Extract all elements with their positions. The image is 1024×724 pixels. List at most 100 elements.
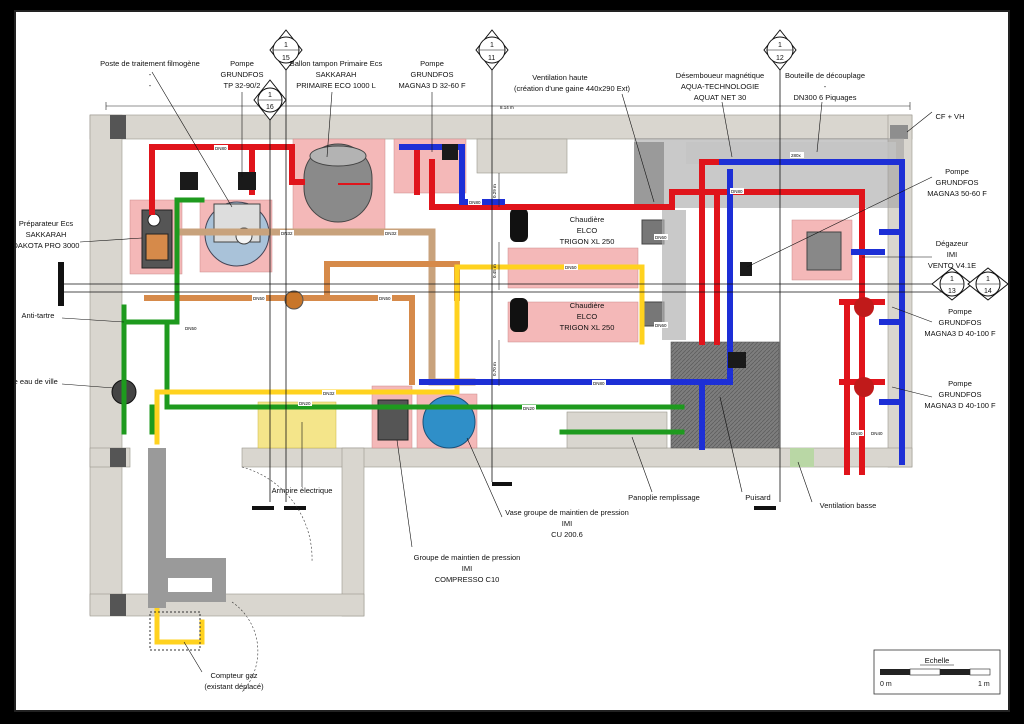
svg-text:TRIGON XL 250: TRIGON XL 250 [560,323,615,332]
svg-text:SAKKARAH: SAKKARAH [316,70,357,79]
dim-c: 0.70 m [492,362,497,376]
svg-text:DN80: DN80 [593,381,605,386]
section-lines [60,42,964,502]
svg-text:1: 1 [986,276,990,283]
svg-text:MAGNA3 D 40-100 F: MAGNA3 D 40-100 F [924,401,996,410]
pumps [180,144,874,397]
svg-text:(création d'une gaine 440x290: (création d'une gaine 440x290 Ext) [514,84,631,93]
svg-text:DN60: DN60 [655,323,667,328]
column-top [476,138,568,174]
svg-text:280x: 280x [791,153,802,158]
scale-start: 0 m [880,681,892,688]
svg-text:Anti-tartre: Anti-tartre [22,311,55,320]
svg-text:1: 1 [778,42,782,49]
svg-text:1: 1 [490,42,494,49]
svg-text:Pompe: Pompe [230,59,254,68]
svg-text:IMI: IMI [947,250,957,259]
compteur-gaz [149,611,201,651]
svg-text:MAGNA3 50-60 F: MAGNA3 50-60 F [927,189,987,198]
ballon-tampon [303,143,373,223]
svg-text:IMI: IMI [562,519,572,528]
chaudiere-1 [510,208,665,245]
svg-text:ELCO: ELCO [577,312,598,321]
leader-lines [61,71,933,673]
plant-room-plan: DN80 DN32 DN32 DN50 DN50 DN80 DN50 DN80 … [16,29,1009,695]
wall-top [89,114,913,140]
preparateur-ecs [141,209,173,269]
svg-text:Préparateur Ecs: Préparateur Ecs [19,219,73,228]
svg-text:ELCO: ELCO [577,226,598,235]
svg-text:DN50: DN50 [253,296,265,301]
svg-text:SAKKARAH: SAKKARAH [26,230,67,239]
section-marker-16: 1 16 [253,79,287,121]
svg-text:TP 32-90/2: TP 32-90/2 [224,81,261,90]
svg-text:Bouteille de découplage: Bouteille de découplage [785,71,865,80]
svg-text:DAKOTA PRO 3000: DAKOTA PRO 3000 [16,241,79,250]
svg-text:PRIMAIRE ECO 1000 L: PRIMAIRE ECO 1000 L [296,81,376,90]
svg-text:GRUNDFOS: GRUNDFOS [939,390,982,399]
dim-overall: 8.14 m [500,105,514,110]
poste-traitement [204,201,270,267]
svg-text:1: 1 [950,276,954,283]
armoire-electrique-zone [257,401,337,449]
svg-text:DN32: DN32 [281,231,293,236]
svg-text:1: 1 [268,92,272,99]
gas-meter-duct-gap [168,578,212,592]
svg-text:Chaudière: Chaudière [570,301,605,310]
scale-bar: Echelle 0 m 1 m [873,649,1001,695]
svg-text:DN50: DN50 [565,265,577,270]
corner-post [110,594,126,616]
svg-text:CU 200.6: CU 200.6 [551,530,583,539]
svg-text:Dégazeur: Dégazeur [936,239,969,248]
section-marker-13: 1 13 [931,267,973,301]
svg-text:MAGNA3 D 40-100 F: MAGNA3 D 40-100 F [924,329,996,338]
svg-text:DN80: DN80 [731,189,743,194]
puisard-zone [670,341,780,449]
svg-text:Ventilation haute: Ventilation haute [532,73,587,82]
svg-text:(existant déplacé): (existant déplacé) [204,682,264,691]
section-marker-15: 1 15 [269,29,303,71]
svg-text:Compteur gaz: Compteur gaz [210,671,257,680]
svg-text:DN80: DN80 [469,200,481,205]
wall-corridor [341,447,365,617]
scale-end: 1 m [978,681,990,688]
svg-text:16: 16 [266,104,274,111]
svg-text:Pompe: Pompe [948,379,972,388]
svg-text:MAGNA3 D 32-60 F: MAGNA3 D 32-60 F [398,81,466,90]
ventilation-duct-end [634,142,664,208]
wall-left [89,114,123,616]
svg-text:VENTO V4.1E: VENTO V4.1E [928,261,976,270]
pipe-tags: DN80 DN32 DN32 DN50 DN50 DN80 DN50 DN80 … [184,145,884,436]
equipment-labels: Poste de traitement filmogène - - Pompe … [16,59,996,691]
svg-text:DN80: DN80 [215,146,227,151]
svg-text:1: 1 [284,42,288,49]
svg-text:Pompe: Pompe [420,59,444,68]
svg-text:DN60: DN60 [655,235,667,240]
svg-text:DN20: DN20 [299,401,311,406]
section-cut-marks [58,262,776,510]
svg-text:13: 13 [948,288,956,295]
svg-text:DN50: DN50 [185,326,197,331]
svg-text:DN20: DN20 [523,406,535,411]
svg-text:12: 12 [776,55,784,62]
svg-text:Pompe: Pompe [948,307,972,316]
svg-text:Poste de traitement filmogène: Poste de traitement filmogène [100,59,200,68]
doors [231,466,313,693]
svg-text:AQUAT NET 30: AQUAT NET 30 [694,93,747,102]
dim-b: 0.45 m [492,264,497,278]
wall-lower [89,593,365,617]
drawing-sheet: DN80 DN32 DN32 DN50 DN50 DN80 DN50 DN80 … [14,10,1010,712]
svg-text:DN32: DN32 [385,231,397,236]
svg-text:14: 14 [984,288,992,295]
svg-text:TRIGON XL 250: TRIGON XL 250 [560,237,615,246]
svg-text:Groupe de maintien de pression: Groupe de maintien de pression [414,553,521,562]
ventilation-basse-grille [790,448,814,467]
section-marker-12: 1 12 [763,29,797,71]
svg-text:AQUA-TECHNOLOGIE: AQUA-TECHNOLOGIE [681,82,759,91]
corner-post [110,115,126,139]
corner-post [110,448,126,467]
svg-text:DN40: DN40 [851,431,863,436]
scale-title: Echelle [925,656,950,665]
svg-text:Armoire électrique: Armoire électrique [272,486,333,495]
svg-text:-: - [149,81,152,90]
